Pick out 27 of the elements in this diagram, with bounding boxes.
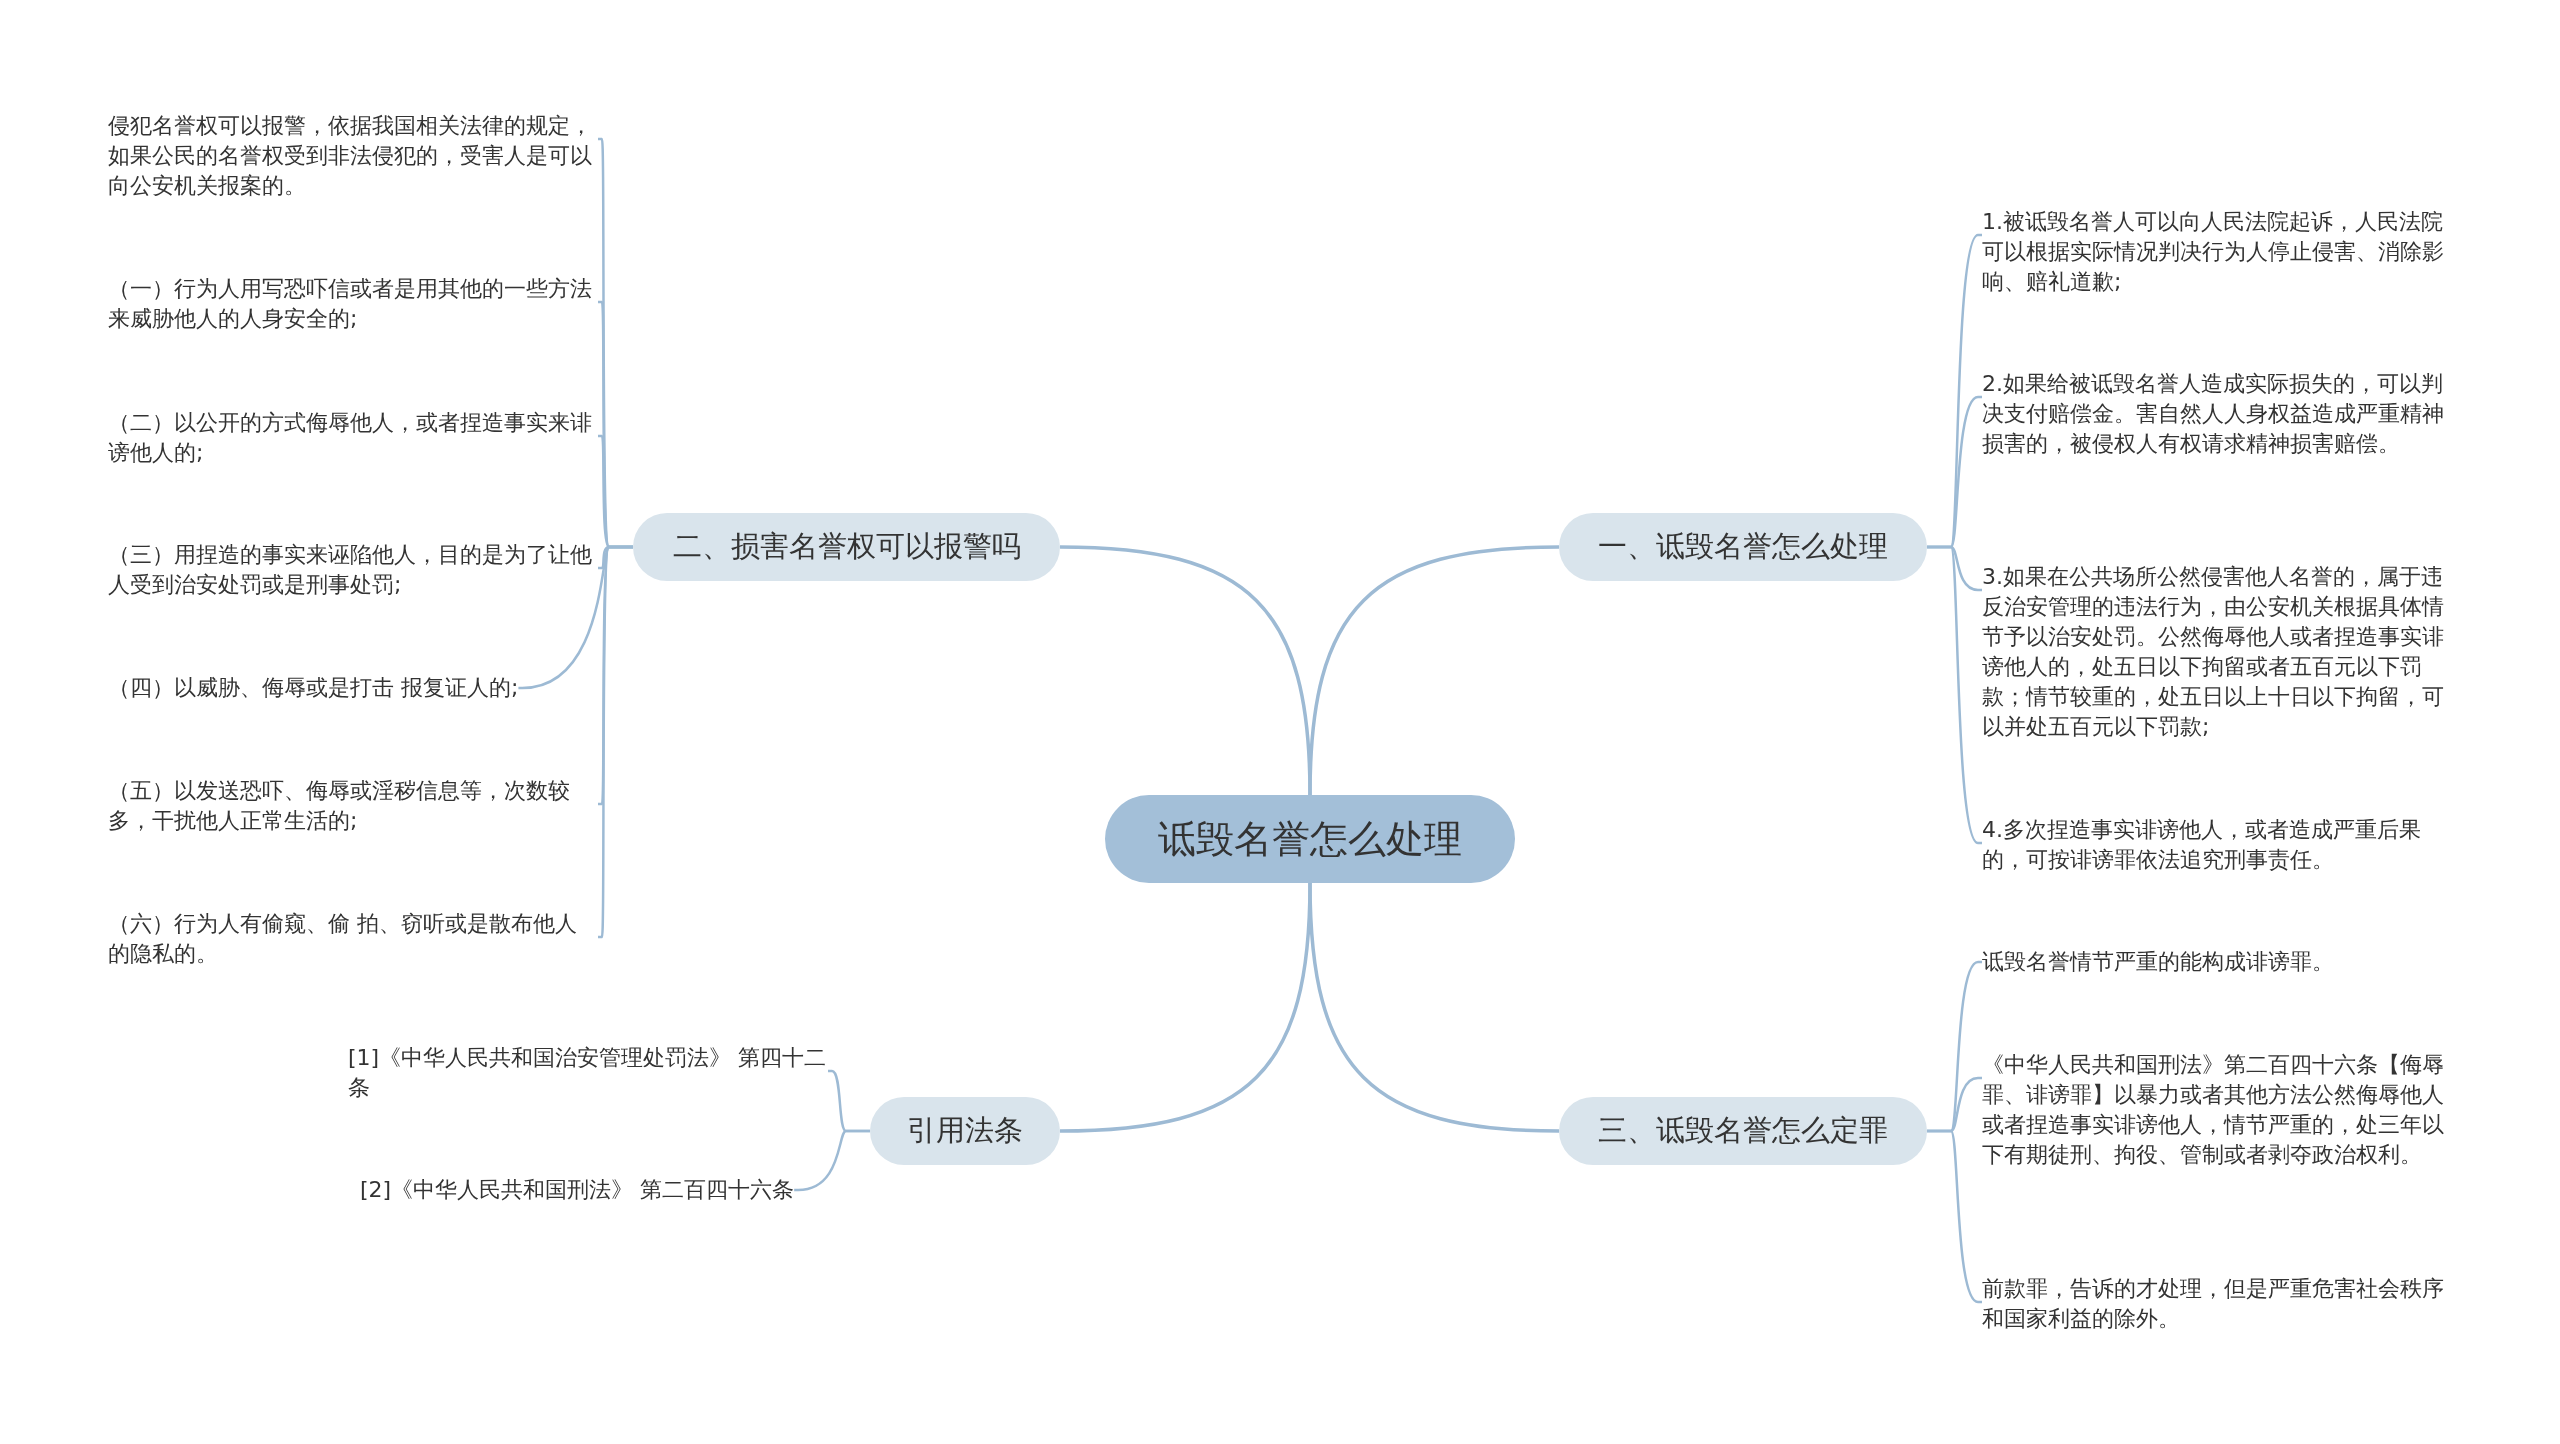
note-text: （六）行为人有偷窥、偷 拍、窃听或是散布他人的隐私的。 xyxy=(108,909,598,969)
note-text: 4.多次捏造事实诽谤他人，或者造成严重后果的，可按诽谤罪依法追究刑事责任。 xyxy=(1982,815,2462,875)
note-text: 1.被诋毁名誉人可以向人民法院起诉，人民法院可以根据实际情况判决行为人停止侵害、消除影响、赔礼道歉; xyxy=(1982,207,2462,297)
topic-pill: 引用法条 xyxy=(870,1097,1060,1165)
topic-pill: 二、损害名誉权可以报警吗 xyxy=(633,513,1060,581)
note-text: [1]《中华人民共和国治安管理处罚法》 第四十二条 xyxy=(348,1043,828,1103)
connector-line xyxy=(1308,882,1560,1133)
note-text: 诋毁名誉情节严重的能构成诽谤罪。 xyxy=(1982,947,2334,977)
connector-line xyxy=(597,545,633,939)
note-text: 3.如果在公共场所公然侵害他人名誉的，属于违反治安管理的违法行为，由公安机关根据具体情节予以治安处罚。公然侮辱他人或者捏造事实诽谤他人的，处五日以下拘留或者五百元以下罚款；情节较重的，处五日以上十日以下拘留，可以并处五百元以下罚款; xyxy=(1982,562,2462,742)
note-text: [2]《中华人民共和国刑法》 第二百四十六条 xyxy=(348,1175,795,1205)
topic-pill: 一、诋毁名誉怎么处理 xyxy=(1559,513,1927,581)
connector-line xyxy=(1308,545,1560,796)
note-text: （四）以威胁、侮辱或是打击 报复证人的; xyxy=(108,673,519,703)
note-text: 《中华人民共和国刑法》第二百四十六条【侮辱罪、诽谤罪】以暴力或者其他方法公然侮辱他人或者捏造事实诽谤他人，情节严重的，处三年以下有期徒刑、拘役、管制或者剥夺政治权利。 xyxy=(1982,1050,2462,1170)
note-text: 前款罪，告诉的才处理，但是严重危害社会秩序和国家利益的除外。 xyxy=(1982,1274,2462,1334)
note-text: （五）以发送恐吓、侮辱或淫秽信息等，次数较多，干扰他人正常生活的; xyxy=(108,776,598,836)
note-text: 2.如果给被诋毁名誉人造成实际损失的，可以判决支付赔偿金。害自然人人身权益造成严重精神损害的，被侵权人有权请求精神损害赔偿。 xyxy=(1982,369,2462,459)
central-topic: 诋毁名誉怎么处理 xyxy=(1105,795,1515,883)
note-text: （二）以公开的方式侮辱他人，或者捏造事实来诽谤他人的; xyxy=(108,408,598,468)
note-text: （一）行为人用写恐吓信或者是用其他的一些方法来威胁他人的人身安全的; xyxy=(108,274,598,334)
topic-pill: 三、诋毁名誉怎么定罪 xyxy=(1559,1097,1927,1165)
connector-line xyxy=(794,1129,870,1192)
note-text: （三）用捏造的事实来诬陷他人，目的是为了让他人受到治安处罚或是刑事处罚; xyxy=(108,540,598,600)
note-text: 侵犯名誉权可以报警，依据我国相关法律的规定，如果公民的名誉权受到非法侵犯的，受害人是可以向公安机关报案的。 xyxy=(108,111,598,201)
connector-line xyxy=(1927,545,1982,845)
connector-line xyxy=(1927,1129,1982,1304)
